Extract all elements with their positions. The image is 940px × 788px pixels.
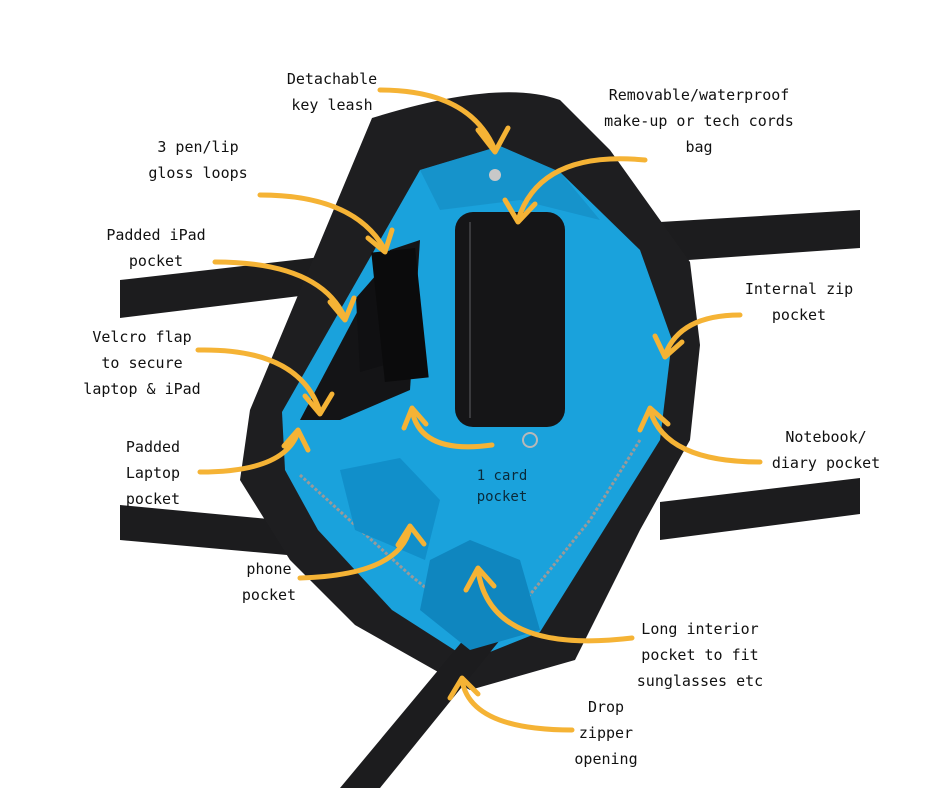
- arrow-makeup-bag: [515, 156, 648, 223]
- arrow-key-leash-head: [475, 125, 511, 155]
- label-line: pocket: [771, 306, 827, 324]
- label-line: 3 pen/lip: [157, 138, 239, 156]
- label-drop-zipper: Drop zipper opening: [566, 694, 646, 772]
- label-makeup-bag: Removable/waterproof make-up or tech cor…: [586, 82, 812, 160]
- arrow-card-pocket-head: [401, 405, 429, 431]
- label-line: to secure: [101, 354, 183, 372]
- label-line: pocket to fit: [641, 646, 759, 664]
- arrow-notebook: [647, 407, 763, 465]
- label-pen-loops: 3 pen/lip gloss loops: [140, 134, 256, 186]
- label-line: zipper: [578, 724, 634, 742]
- key-leash-clip: [489, 169, 501, 181]
- label-line: pocket: [476, 489, 528, 505]
- arrow-internal-zip: [662, 312, 743, 358]
- lining-shadow: [420, 146, 600, 220]
- label-long-pocket: Long interior pocket to fit sunglasses e…: [632, 616, 768, 694]
- makeup-bag: [455, 212, 565, 427]
- label-line: pocket: [128, 252, 184, 270]
- label-line: Padded iPad: [106, 226, 206, 244]
- label-line: laptop & iPad: [83, 380, 201, 398]
- arrow-long-pocket: [475, 567, 635, 644]
- label-phone-pocket: phone pocket: [226, 556, 312, 608]
- label-line: bag: [685, 138, 713, 156]
- label-line: phone: [246, 560, 292, 578]
- arrow-notebook-head: [637, 405, 671, 433]
- label-line: pocket: [125, 490, 181, 508]
- label-line: Velcro flap: [92, 328, 192, 346]
- key-leash-ring: [522, 432, 538, 448]
- label-line: 1 card: [476, 468, 528, 484]
- arrow-internal-zip-head: [652, 333, 685, 360]
- label-line: Padded: [125, 438, 181, 456]
- label-velcro-flap: Velcro flap to secure laptop & iPad: [74, 324, 210, 402]
- label-line: Long interior: [641, 620, 759, 638]
- label-line: key leash: [291, 96, 373, 114]
- label-card-pocket: 1 card pocket: [462, 466, 542, 508]
- label-ipad-pocket: Padded iPad pocket: [92, 222, 220, 274]
- arrow-card-pocket: [409, 407, 495, 450]
- arrow-phone-pocket-head: [395, 523, 427, 548]
- label-line: Removable/waterproof: [608, 86, 790, 104]
- label-line: Detachable: [286, 70, 378, 88]
- label-notebook-pocket: Notebook/ diary pocket: [760, 424, 892, 476]
- arrow-drop-zipper: [459, 677, 575, 733]
- arrow-long-pocket-head: [463, 565, 497, 593]
- arrow-velcro-flap: [195, 347, 323, 415]
- label-line: gloss loops: [148, 164, 248, 182]
- arrow-pen-loops: [257, 192, 388, 253]
- arrow-ipad-pocket: [212, 259, 348, 321]
- arrow-ipad-pocket-head: [327, 295, 357, 323]
- arrow-velcro-flap-head: [302, 391, 335, 417]
- label-internal-zip: Internal zip pocket: [736, 276, 862, 328]
- arrow-pen-loops-head: [365, 227, 395, 255]
- label-line: Internal zip: [744, 280, 854, 298]
- label-line: Notebook/: [785, 428, 867, 446]
- label-line: sunglasses etc: [636, 672, 764, 690]
- label-line: Drop: [587, 698, 625, 716]
- label-line: pocket: [241, 586, 297, 604]
- arrow-laptop-pocket-head: [281, 427, 311, 453]
- label-line: Laptop: [125, 464, 181, 482]
- arrow-laptop-pocket: [197, 429, 301, 475]
- label-line: make-up or tech cords: [604, 112, 794, 130]
- arrow-key-leash: [377, 87, 498, 153]
- callout-arrows: [195, 87, 763, 733]
- label-line: opening: [574, 750, 638, 768]
- arrow-makeup-bag-head: [502, 197, 538, 225]
- zipper-pull-strap: [340, 620, 500, 788]
- label-laptop-pocket: Padded Laptop pocket: [104, 434, 202, 512]
- arrow-drop-zipper-head: [447, 675, 481, 701]
- velcro-flap: [371, 248, 429, 382]
- label-key-leash: Detachable key leash: [274, 66, 390, 118]
- label-line: diary pocket: [771, 454, 881, 472]
- arrow-phone-pocket: [297, 525, 413, 581]
